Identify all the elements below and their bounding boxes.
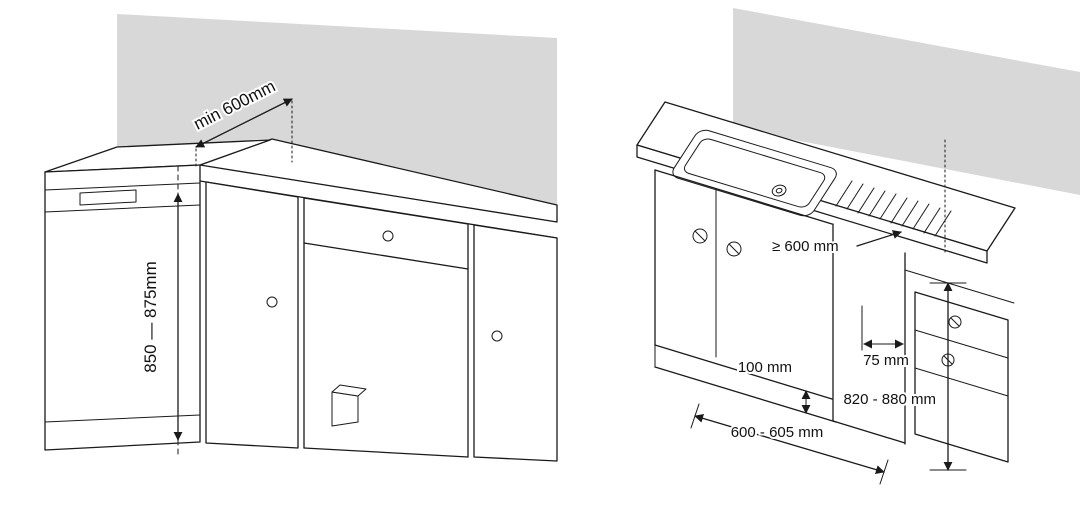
wall-panel	[733, 8, 1080, 195]
wall-panel	[117, 14, 557, 205]
sink	[669, 128, 840, 218]
counter-depth-label: ≥ 600 mm	[772, 238, 839, 255]
door-knob	[266, 296, 278, 308]
niche-width-label: 600 - 605 mm	[731, 424, 824, 441]
drawer-knob	[382, 230, 394, 242]
niche-height-label: 820 - 880 mm	[843, 391, 936, 408]
installation-niche	[303, 242, 469, 458]
counter-depth-dimension: ≥ 600 mm	[770, 230, 902, 257]
control-display	[79, 189, 137, 206]
height-dimension: 850 — 875mm	[139, 165, 183, 457]
plinth-dimension: 100 mm	[736, 357, 811, 414]
height-range-label: 850 — 875mm	[141, 261, 160, 373]
niche-height-dimension: 820 - 880 mm	[841, 282, 967, 471]
door-knob	[491, 330, 503, 342]
drain-offset-dimension: 75 mm	[861, 305, 911, 371]
drawer-unit	[914, 291, 1009, 463]
dishwasher-front	[44, 164, 201, 451]
cabinet-door-narrow	[205, 181, 299, 449]
niche-width-dimension: 600 - 605 mm	[690, 403, 889, 485]
sink-cabinet-installation-diagram: ≥ 600 mm 100 mm 75 mm 820 - 880 mm 600 -…	[636, 8, 1080, 485]
plinth-height-label: 100 mm	[738, 359, 792, 376]
drainboard-hatch	[835, 180, 952, 237]
adjustable-foot-block	[331, 391, 359, 427]
drain	[770, 184, 789, 198]
drain-offset-label: 75 mm	[863, 352, 909, 369]
dishwasher-installation-diagram: min 600mm 850 — 875mm	[44, 14, 558, 462]
sink-base-cabinet	[654, 169, 837, 423]
cabinet-door-right	[473, 224, 558, 462]
